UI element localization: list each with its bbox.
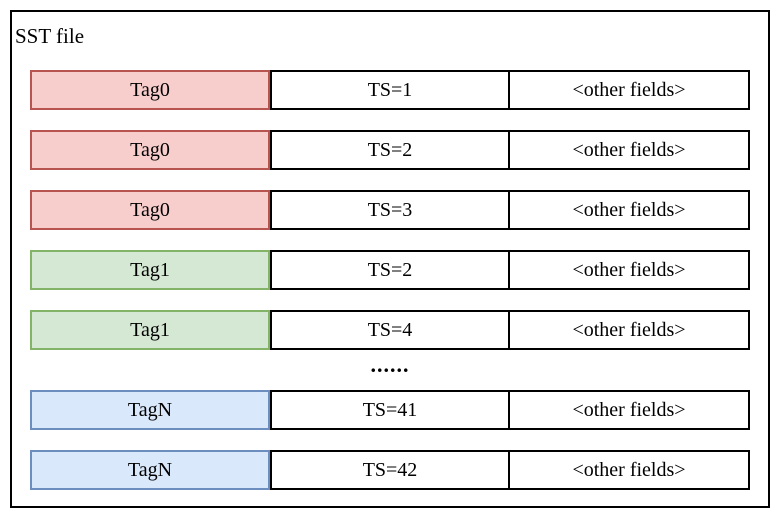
timestamp-cell: TS=42 xyxy=(270,450,510,490)
tag-cell: Tag0 xyxy=(30,190,270,230)
timestamp-cell: TS=3 xyxy=(270,190,510,230)
other-fields-cell: <other fields> xyxy=(508,310,750,350)
tag-cell: Tag0 xyxy=(30,130,270,170)
record-row: TagN TS=41 <other fields> xyxy=(30,390,750,430)
record-row: Tag1 TS=4 <other fields> xyxy=(30,310,750,350)
tag-cell: TagN xyxy=(30,390,270,430)
record-row: Tag0 TS=2 <other fields> xyxy=(30,130,750,170)
timestamp-cell: TS=2 xyxy=(270,130,510,170)
other-fields-cell: <other fields> xyxy=(508,130,750,170)
other-fields-cell: <other fields> xyxy=(508,390,750,430)
sst-file-title: SST file xyxy=(15,24,85,48)
timestamp-cell: TS=1 xyxy=(270,70,510,110)
record-row: Tag1 TS=2 <other fields> xyxy=(30,250,750,290)
tag-cell: TagN xyxy=(30,450,270,490)
tag-cell: Tag1 xyxy=(30,250,270,290)
record-row: Tag0 TS=3 <other fields> xyxy=(30,190,750,230)
other-fields-cell: <other fields> xyxy=(508,190,750,230)
record-row: TagN TS=42 <other fields> xyxy=(30,450,750,490)
timestamp-cell: TS=2 xyxy=(270,250,510,290)
tag-cell: Tag1 xyxy=(30,310,270,350)
timestamp-cell: TS=4 xyxy=(270,310,510,350)
ellipsis: ...... xyxy=(370,352,410,377)
other-fields-cell: <other fields> xyxy=(508,450,750,490)
other-fields-cell: <other fields> xyxy=(508,250,750,290)
timestamp-cell: TS=41 xyxy=(270,390,510,430)
tag-cell: Tag0 xyxy=(30,70,270,110)
record-row: Tag0 TS=1 <other fields> xyxy=(30,70,750,110)
other-fields-cell: <other fields> xyxy=(508,70,750,110)
